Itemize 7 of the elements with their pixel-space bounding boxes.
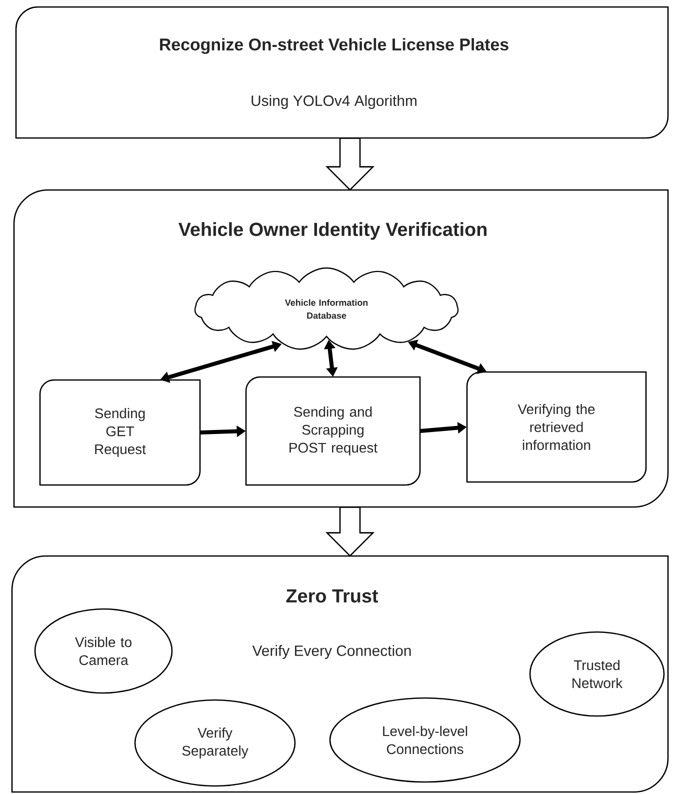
block-arrow	[325, 506, 375, 557]
database-cloud: Vehicle Information Database	[194, 267, 459, 350]
block-arrow	[325, 138, 375, 191]
stage-panel: Recognize On-street Vehicle License Plates Using YOLOv4 Algorithm	[15, 6, 669, 139]
process-box: Sending and Scrapping POST request	[245, 376, 421, 486]
process-box: Verifying the retrieved information	[466, 371, 647, 483]
process-box: Sending GET Request	[39, 379, 201, 486]
